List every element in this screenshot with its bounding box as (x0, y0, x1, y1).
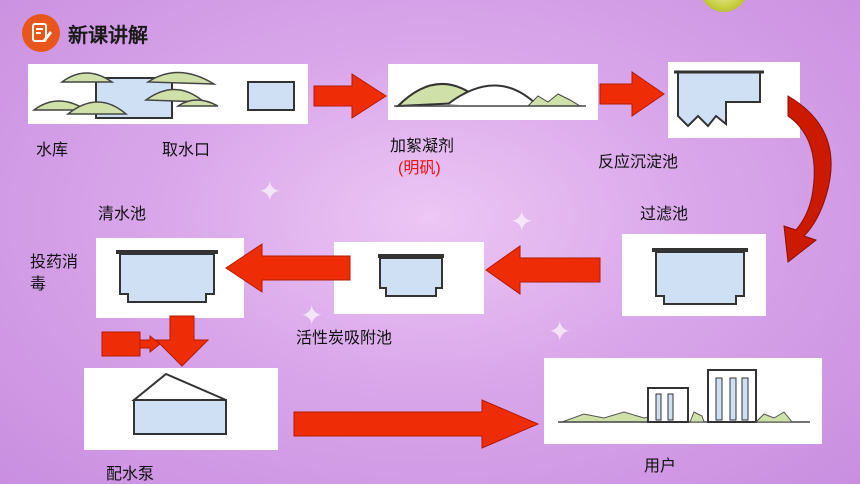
arrow-curve-down (783, 95, 832, 263)
label-carbon-tank: 活性炭吸附池 (296, 330, 393, 347)
users-image (544, 358, 822, 444)
arrow-right-1 (313, 73, 387, 119)
arrow-dose-head (139, 334, 161, 354)
section-header: 新课讲解 (22, 14, 148, 52)
label-clear-water-tank: 清水池 (98, 206, 147, 223)
label-coagulant-note: (明矾) (398, 160, 441, 177)
arrow-left-1 (485, 245, 601, 295)
label-users: 用户 (644, 458, 677, 475)
coagulant-image (388, 64, 598, 120)
notepad-pencil-icon (22, 14, 60, 52)
arrow-down (154, 315, 210, 367)
settling-tank-image (668, 62, 800, 138)
arrow-right-2 (599, 71, 665, 117)
filter-tank-image (622, 234, 766, 316)
carbon-tank-image (334, 242, 484, 314)
arrow-left-2 (225, 243, 351, 293)
pump-image (84, 368, 278, 450)
label-coagulant: 加絮凝剂 (390, 138, 455, 155)
arrow-dose-body (101, 331, 141, 357)
reservoir-intake-image (28, 64, 308, 124)
label-settling-tank: 反应沉淀池 (598, 154, 679, 171)
label-reservoir: 水库 (36, 142, 69, 159)
clear-water-tank-image (96, 238, 244, 318)
label-filter-tank: 过滤池 (640, 206, 689, 223)
arrow-right-3 (293, 399, 540, 449)
section-title: 新课讲解 (68, 24, 148, 47)
label-intake: 取水口 (162, 142, 211, 159)
label-disinfect: 投药消毒 (30, 254, 79, 293)
label-pump: 配水泵 (106, 466, 155, 483)
